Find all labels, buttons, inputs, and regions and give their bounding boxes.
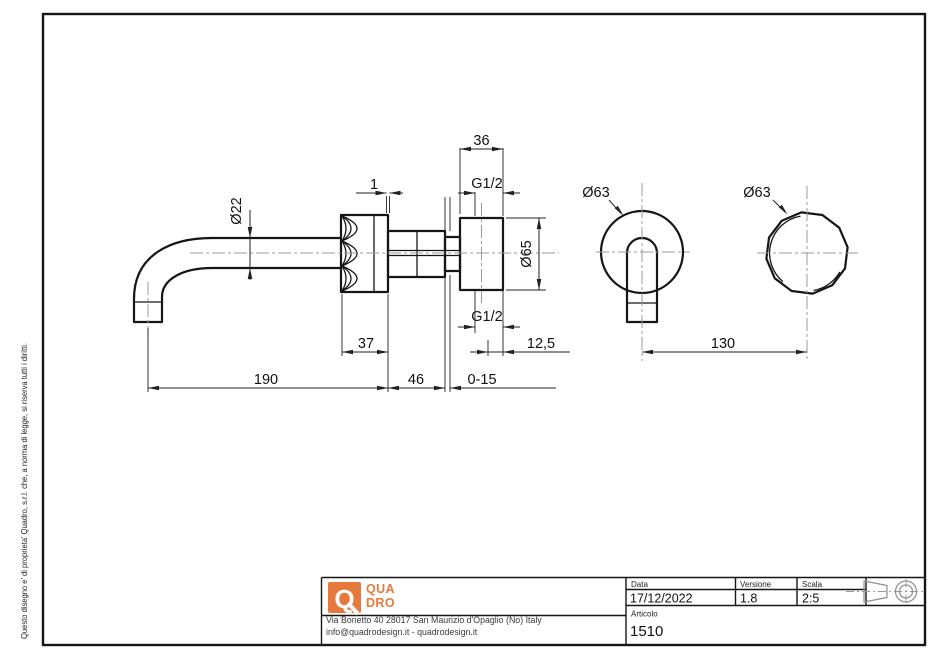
handle-front-polygon xyxy=(765,211,849,295)
field-label-scala: Scala xyxy=(802,580,823,589)
dim-wall-adjustment: 0-15 xyxy=(467,372,496,388)
dim-spout-tube-diameter: Ø22 xyxy=(229,197,245,224)
page-border xyxy=(41,12,927,647)
field-value-scala: 2:5 xyxy=(802,592,819,606)
dim-centre-distance: 130 xyxy=(711,336,735,352)
dim-outlet-thread: G1/2 xyxy=(471,309,502,325)
field-label-versione: Versione xyxy=(740,580,772,589)
field-label-data: Data xyxy=(631,580,648,589)
company-address: Via Bonetto 40 28017 San Maurizio d'Opag… xyxy=(326,615,542,625)
field-value-articolo: 1510 xyxy=(630,623,663,640)
dim-body-diameter: Ø65 xyxy=(519,240,535,267)
dim-body-depth: 36 xyxy=(473,133,489,149)
handle-knurl-arc-right xyxy=(813,271,841,292)
logo-square xyxy=(328,582,361,613)
field-value-data: 17/12/2022 xyxy=(630,592,693,606)
thread-stub-outline xyxy=(443,235,462,273)
dim-handle-width: 37 xyxy=(358,336,374,352)
company-contacts: info@quadrodesign.it - quadrodesign.it xyxy=(326,627,478,637)
dim-handle-plate-diameter: Ø63 xyxy=(743,185,770,201)
spout-outline xyxy=(132,236,341,324)
field-label-articolo: Articolo xyxy=(631,610,658,619)
logo-q-tail xyxy=(346,601,360,616)
centerlines xyxy=(147,183,858,361)
dim-spout-plate-diameter: Ø63 xyxy=(582,185,609,201)
copyright-notice: Questo disegno e' di proprieta' Quadro, … xyxy=(20,343,29,639)
handle-knurl-arc-left xyxy=(768,215,801,283)
side-view-spout-group xyxy=(132,213,505,324)
dim-handle-gap: 1 xyxy=(370,177,378,193)
cartridge-mid-lines xyxy=(388,249,460,257)
logo-text-line1: QUA xyxy=(366,582,395,596)
dim-spout-reach: 190 xyxy=(254,372,278,388)
body-outline xyxy=(458,216,505,292)
logo-text-line2: DRO xyxy=(366,596,395,610)
dim-outlet-offset: 12,5 xyxy=(527,336,555,352)
dim-inlet-thread: G1/2 xyxy=(471,176,502,192)
field-value-versione: 1.8 xyxy=(740,592,757,606)
projection-symbol-icon xyxy=(846,579,923,605)
dimensions: 36 G1/2 1 Ø65 Ø22 37 190 46 0-15 G1/2 12… xyxy=(147,133,807,392)
title-block: Q QUA DRO Via Bonetto 40 28017 San Mauri… xyxy=(320,576,925,645)
dim-cartridge-length: 46 xyxy=(408,372,424,388)
company-logo: Q QUA DRO xyxy=(328,582,395,616)
front-view-handle xyxy=(765,211,849,295)
